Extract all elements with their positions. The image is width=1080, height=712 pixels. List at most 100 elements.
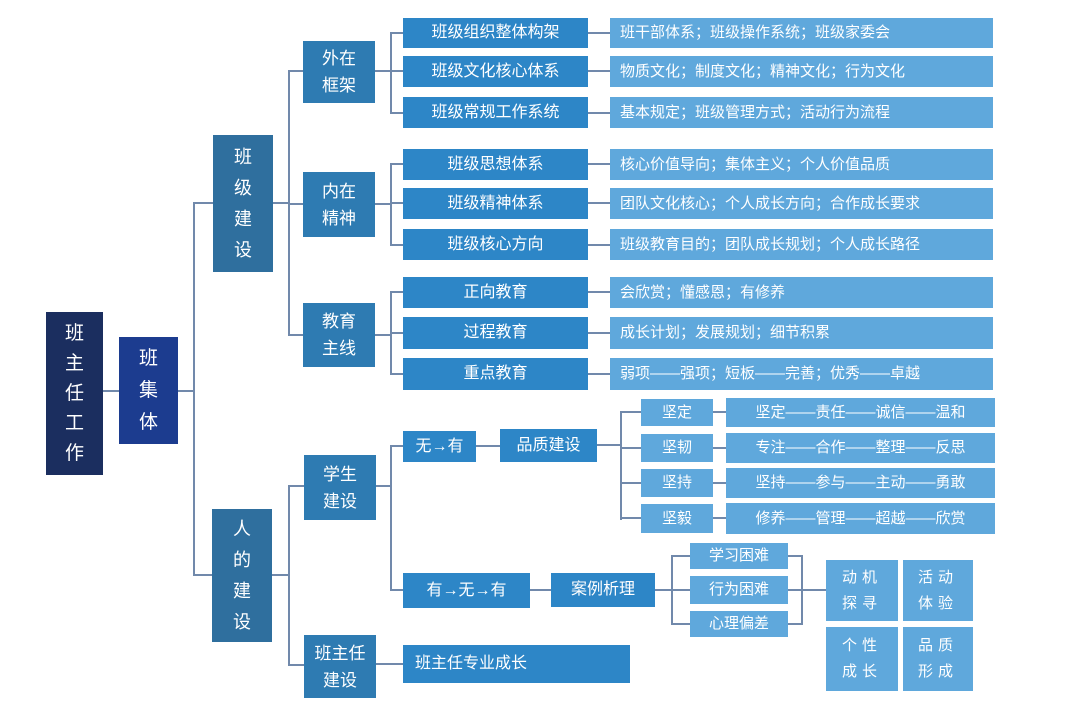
node-root: 班 主 任 工 作 (46, 312, 103, 475)
connector-line (288, 485, 304, 487)
node-teacher-growth: 班主任专业成长 (403, 645, 630, 683)
outcome-node: 品质 形成 (903, 627, 973, 691)
topic-node: 班级常规工作系统 (403, 97, 588, 128)
connector-line (193, 202, 213, 204)
detail-node: 会欣赏；懂感恩；有修养 (610, 277, 993, 308)
node-quality-building: 品质建设 (500, 429, 597, 462)
connector-line (390, 291, 403, 293)
node-people-building: 人 的 建 设 (212, 509, 272, 642)
connector-line (375, 334, 391, 336)
connector-line (788, 589, 801, 591)
detail-node: 团队文化核心；个人成长方向；合作成长要求 (610, 188, 993, 219)
connector-line (390, 70, 403, 72)
node-class-collective: 班 集 体 (119, 337, 178, 444)
detail-node: 基本规定；班级管理方式；活动行为流程 (610, 97, 993, 128)
topic-node: 重点教育 (403, 358, 588, 390)
node-class-building: 班 级 建 设 (213, 135, 273, 272)
connector-line (620, 447, 641, 449)
connector-line (671, 623, 690, 625)
node-external-frame: 外在 框架 (303, 41, 375, 103)
connector-line (588, 202, 610, 204)
outcome-node: 个性 成长 (826, 627, 898, 691)
node-student-building: 学生 建设 (304, 455, 376, 520)
connector-line (390, 163, 392, 246)
topic-node: 正向教育 (403, 277, 588, 308)
connector-line (193, 202, 195, 576)
connector-line (375, 70, 391, 72)
node-inner-spirit: 内在 精神 (303, 172, 375, 237)
case-type-node: 学习困难 (690, 543, 788, 569)
quality-label-node: 坚定 (641, 399, 713, 426)
node-have-none-have: 有→无→有 (403, 573, 530, 608)
connector-line (375, 203, 391, 205)
connector-line (713, 411, 726, 413)
connector-line (390, 445, 392, 591)
connector-line (272, 574, 290, 576)
detail-node: 核心价值导向；集体主义；个人价值品质 (610, 149, 993, 180)
connector-line (390, 589, 403, 591)
connector-line (390, 244, 403, 246)
connector-line (655, 589, 672, 591)
connector-line (288, 203, 303, 205)
topic-node: 班级思想体系 (403, 149, 588, 180)
quality-detail-node: 修养——管理——超越——欣赏 (726, 503, 995, 534)
connector-line (288, 70, 303, 72)
connector-line (620, 482, 641, 484)
outcome-node: 活动 体验 (903, 560, 973, 621)
connector-line (376, 663, 403, 665)
case-type-node: 心理偏差 (690, 611, 788, 637)
connector-line (671, 589, 690, 591)
connector-line (788, 555, 801, 557)
quality-label-node: 坚持 (641, 469, 713, 497)
quality-label-node: 坚毅 (641, 504, 713, 533)
connector-line (390, 202, 403, 204)
connector-line (620, 517, 641, 519)
topic-node: 班级核心方向 (403, 229, 588, 260)
connector-line (588, 373, 610, 375)
connector-line (713, 517, 726, 519)
connector-line (103, 390, 119, 392)
connector-line (390, 163, 403, 165)
quality-detail-node: 坚持——参与——主动——勇敢 (726, 468, 995, 498)
connector-line (390, 373, 403, 375)
connector-line (588, 244, 610, 246)
detail-node: 班级教育目的；团队成长规划；个人成长路径 (610, 229, 993, 260)
connector-line (390, 32, 392, 114)
connector-line (620, 411, 641, 413)
topic-node: 班级组织整体构架 (403, 18, 588, 48)
node-case-analysis: 案例析理 (551, 573, 655, 607)
connector-line (713, 482, 726, 484)
connector-line (588, 163, 610, 165)
detail-node: 班干部体系；班级操作系统；班级家委会 (610, 18, 993, 48)
connector-line (376, 485, 391, 487)
connector-line (288, 485, 290, 666)
connector-line (193, 574, 212, 576)
connector-line (620, 411, 622, 520)
connector-line (713, 447, 726, 449)
connector-line (588, 32, 610, 34)
connector-line (597, 444, 621, 446)
topic-node: 过程教育 (403, 317, 588, 349)
connector-line (803, 589, 826, 591)
node-education-mainline: 教育 主线 (303, 303, 375, 367)
connector-line (390, 32, 403, 34)
connector-line (273, 202, 290, 204)
detail-node: 物质文化；制度文化；精神文化；行为文化 (610, 56, 993, 87)
connector-line (671, 555, 690, 557)
quality-detail-node: 专注——合作——整理——反思 (726, 433, 995, 463)
topic-node: 班级文化核心体系 (403, 56, 588, 87)
connector-line (588, 332, 610, 334)
connector-line (178, 390, 195, 392)
topic-node: 班级精神体系 (403, 188, 588, 219)
node-teacher-building: 班主任 建设 (304, 635, 376, 698)
quality-detail-node: 坚定——责任——诚信——温和 (726, 398, 995, 427)
connector-line (390, 332, 403, 334)
node-none-to-have: 无→有 (403, 431, 476, 462)
quality-label-node: 坚韧 (641, 434, 713, 462)
connector-line (390, 445, 403, 447)
connector-line (588, 112, 610, 114)
detail-node: 弱项——强项；短板——完善；优秀——卓越 (610, 358, 993, 390)
connector-line (476, 445, 500, 447)
connector-line (588, 291, 610, 293)
outcome-node: 动机 探寻 (826, 560, 898, 621)
